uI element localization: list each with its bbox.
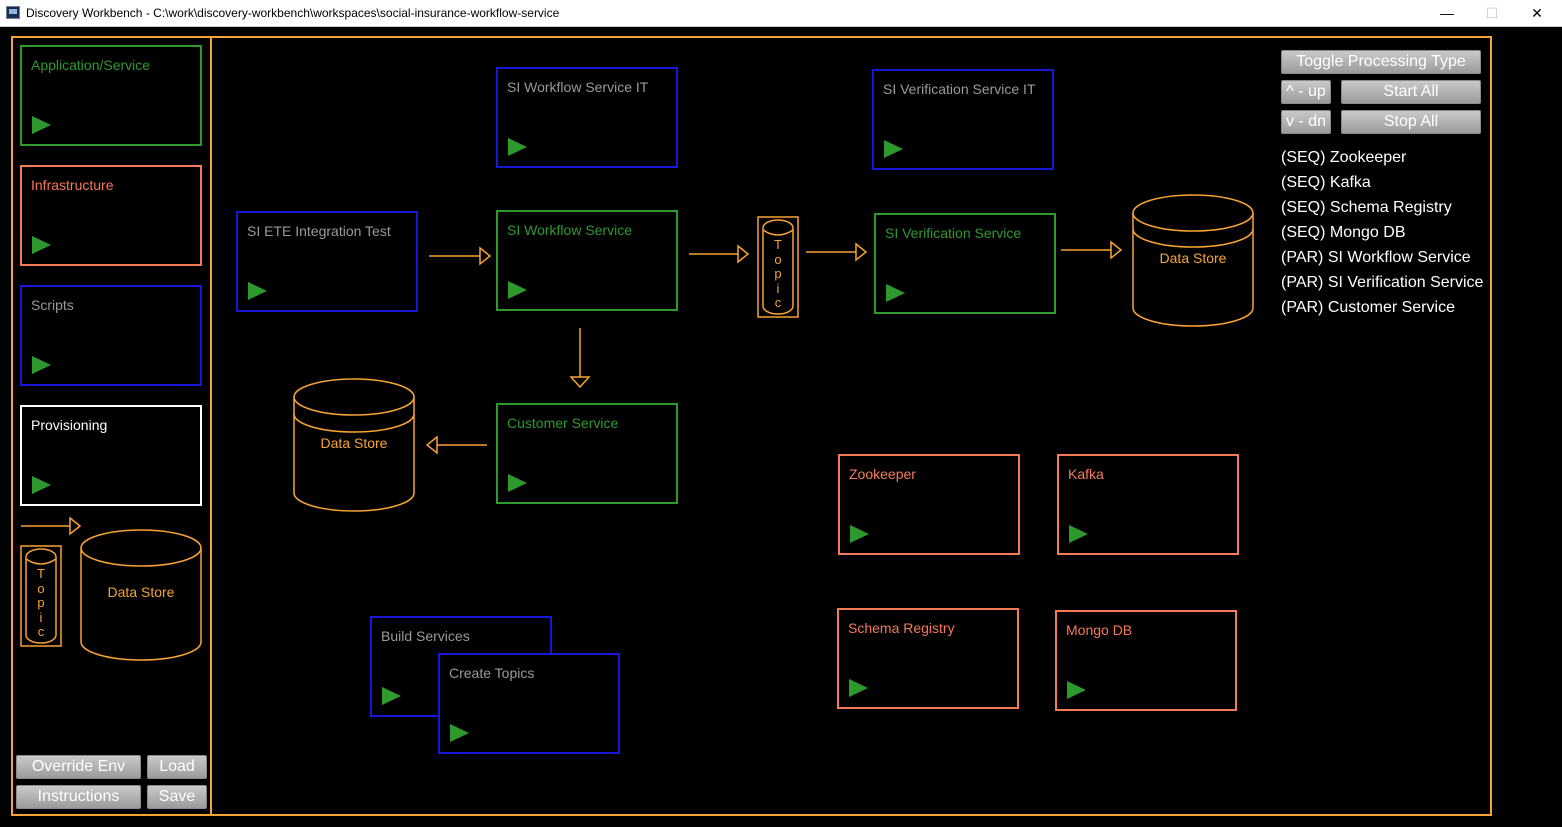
play-icon[interactable] <box>508 474 527 492</box>
start-all-button[interactable]: Start All <box>1341 80 1481 104</box>
node-label: Create Topics <box>449 665 535 681</box>
minimize-button[interactable]: — <box>1440 5 1454 21</box>
toggle-processing-type-button[interactable]: Toggle Processing Type <box>1281 50 1481 74</box>
move-down-button[interactable]: v - dn <box>1281 110 1331 134</box>
list-item[interactable]: (PAR) SI Workflow Service <box>1281 249 1471 266</box>
node-zookeeper[interactable]: Zookeeper <box>838 454 1020 555</box>
node-label: Schema Registry <box>848 620 955 636</box>
arrow-topic-to-verification <box>806 242 868 262</box>
play-icon[interactable] <box>508 138 527 156</box>
node-label: Kafka <box>1068 466 1104 482</box>
move-up-button[interactable]: ^ - up <box>1281 80 1331 104</box>
node-si-ete-integration-test[interactable]: SI ETE Integration Test <box>236 211 418 312</box>
node-si-verification-service-it[interactable]: SI Verification Service IT <box>872 69 1054 170</box>
play-icon[interactable] <box>32 476 51 494</box>
arrow-verification-to-store <box>1061 240 1123 260</box>
node-si-workflow-service-it[interactable]: SI Workflow Service IT <box>496 67 678 168</box>
node-label: SI Workflow Service IT <box>507 79 649 95</box>
legend-application-service[interactable]: Application/Service <box>20 45 202 146</box>
palette-arrow-icon[interactable] <box>21 516 82 536</box>
legend-scripts[interactable]: Scripts <box>20 285 202 386</box>
play-icon[interactable] <box>32 356 51 374</box>
topic-node[interactable] <box>757 216 799 318</box>
legend-label: Application/Service <box>31 57 151 73</box>
list-item[interactable]: (SEQ) Mongo DB <box>1281 224 1406 241</box>
window-title: Discovery Workbench - C:\work\discovery-… <box>26 6 560 20</box>
play-icon[interactable] <box>248 282 267 300</box>
node-si-verification-service[interactable]: SI Verification Service <box>874 213 1056 314</box>
node-label: Build Services <box>381 628 470 644</box>
node-schema-registry[interactable]: Schema Registry <box>837 608 1019 709</box>
node-create-topics[interactable]: Create Topics <box>438 653 620 754</box>
list-item[interactable]: (SEQ) Zookeeper <box>1281 149 1407 166</box>
data-store-right-label: Data Store <box>1159 250 1227 266</box>
palette-topic-icon[interactable] <box>20 545 62 647</box>
arrow-ete-to-workflow <box>429 246 492 266</box>
play-icon[interactable] <box>1067 681 1086 699</box>
node-mongo-db[interactable]: Mongo DB <box>1055 610 1237 711</box>
list-item[interactable]: (PAR) SI Verification Service <box>1281 274 1484 291</box>
play-icon[interactable] <box>382 687 401 705</box>
arrow-workflow-to-topic <box>689 244 750 264</box>
node-si-workflow-service[interactable]: SI Workflow Service <box>496 210 678 311</box>
play-icon[interactable] <box>450 724 469 742</box>
app-icon <box>6 6 20 19</box>
play-icon[interactable] <box>849 679 868 697</box>
legend-provisioning[interactable]: Provisioning <box>20 405 202 506</box>
maximize-button[interactable]: ☐ <box>1485 5 1499 21</box>
arrow-customer-to-store <box>425 435 487 455</box>
legend-label: Scripts <box>31 297 74 313</box>
node-label: SI ETE Integration Test <box>247 223 391 239</box>
instructions-button[interactable]: Instructions <box>16 785 141 809</box>
palette-data-store-label: Data Store <box>107 584 175 600</box>
play-icon[interactable] <box>850 525 869 543</box>
override-env-button[interactable]: Override Env <box>16 755 141 779</box>
node-label: Mongo DB <box>1066 622 1133 638</box>
list-item[interactable]: (SEQ) Kafka <box>1281 174 1371 191</box>
palette-data-store-icon[interactable] <box>80 529 202 661</box>
node-label: SI Verification Service <box>885 225 1022 241</box>
processing-order-list: (SEQ) Zookeeper (SEQ) Kafka (SEQ) Schema… <box>1281 147 1483 322</box>
list-item[interactable]: (SEQ) Schema Registry <box>1281 199 1452 216</box>
workspace-canvas <box>210 36 1492 816</box>
node-label: SI Workflow Service <box>507 222 632 238</box>
legend-infrastructure[interactable]: Infrastructure <box>20 165 202 266</box>
node-label: Zookeeper <box>849 466 916 482</box>
legend-label: Infrastructure <box>31 177 114 193</box>
legend-label: Provisioning <box>31 417 108 433</box>
data-store-left[interactable] <box>293 378 415 512</box>
play-icon[interactable] <box>508 281 527 299</box>
play-icon[interactable] <box>886 284 905 302</box>
play-icon[interactable] <box>32 116 51 134</box>
node-kafka[interactable]: Kafka <box>1057 454 1239 555</box>
list-item[interactable]: (PAR) Customer Service <box>1281 299 1455 316</box>
close-button[interactable]: ✕ <box>1531 5 1543 21</box>
save-button[interactable]: Save <box>147 785 207 809</box>
node-customer-service[interactable]: Customer Service <box>496 403 678 504</box>
load-button[interactable]: Load <box>147 755 207 779</box>
data-store-left-label: Data Store <box>320 435 388 451</box>
play-icon[interactable] <box>1069 525 1088 543</box>
data-store-right[interactable] <box>1132 194 1254 327</box>
node-label: Customer Service <box>507 415 619 431</box>
node-label: SI Verification Service IT <box>883 81 1036 97</box>
stop-all-button[interactable]: Stop All <box>1341 110 1481 134</box>
title-bar: Discovery Workbench - C:\work\discovery-… <box>0 0 1562 27</box>
play-icon[interactable] <box>32 236 51 254</box>
play-icon[interactable] <box>884 140 903 158</box>
arrow-workflow-to-customer <box>569 328 591 389</box>
